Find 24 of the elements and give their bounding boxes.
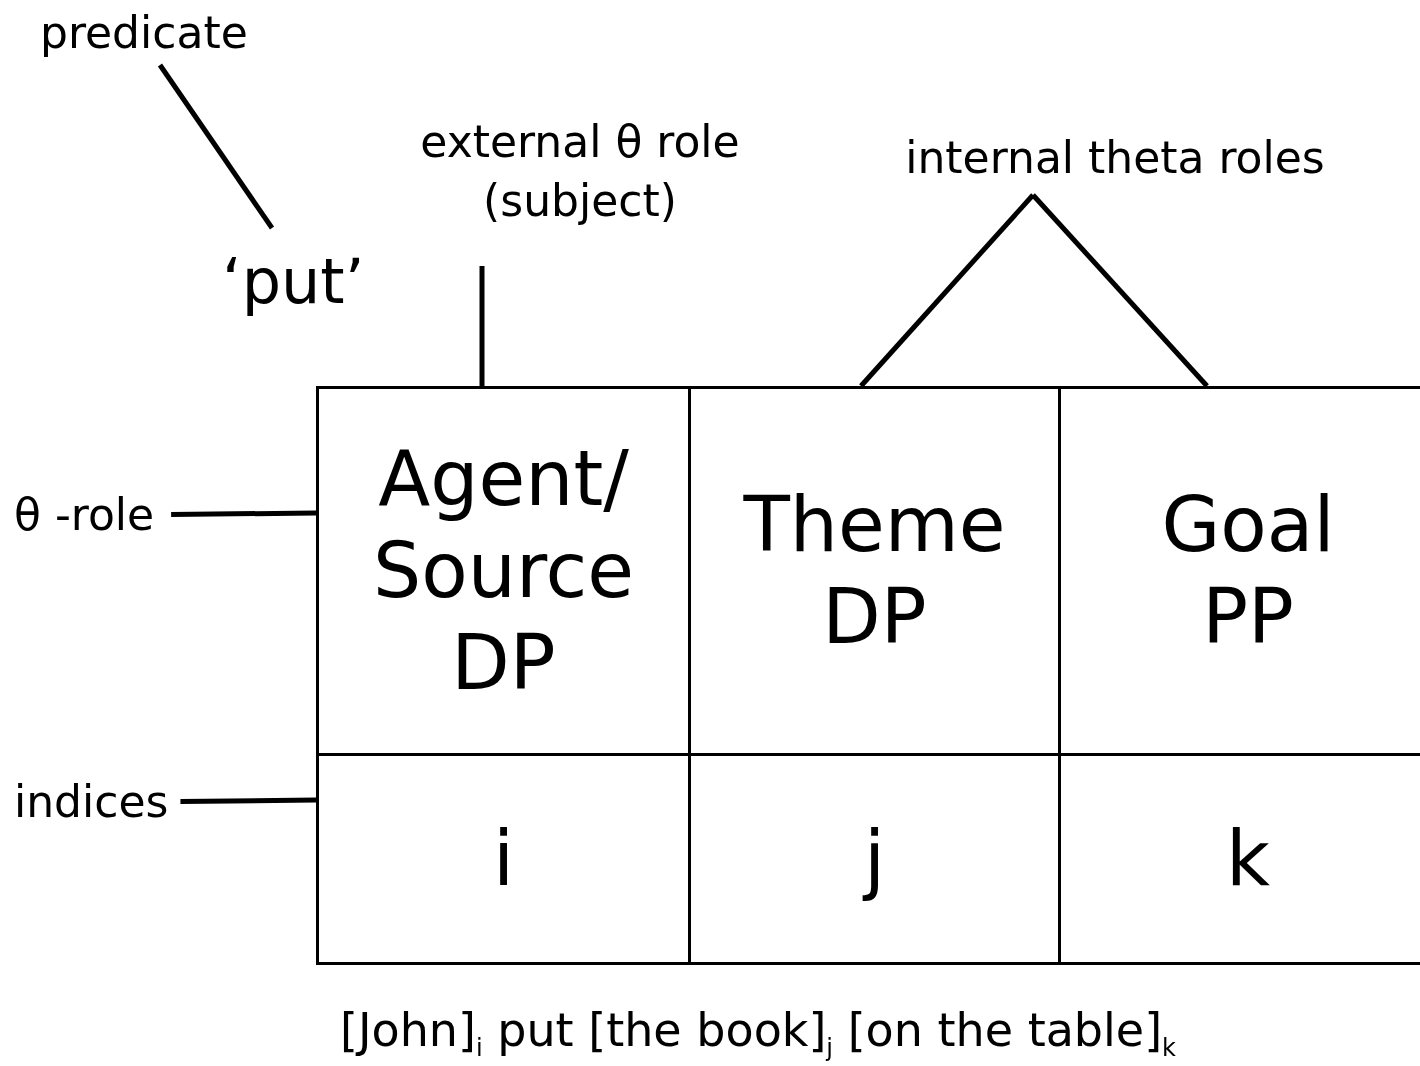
role-cell [316,386,691,756]
example-sentence: [John]$_{i}$ put [the book]$_{j}$ [on the table]$_{k}$ [340,1002,1176,1065]
leader-line [479,266,485,386]
index-cell [316,753,691,965]
index-letter: j [863,813,886,905]
role-text: Agent/ Source [372,433,635,617]
role-text: Goal [1161,479,1335,571]
internal-roles-label: internal theta roles [850,128,1380,187]
verb-label: ‘put’ [222,240,365,324]
external-role-label: external θ role (subject) [370,112,790,230]
role-text: DP [451,617,556,709]
leader-line [171,510,317,517]
row-label: indices [14,772,169,831]
leader-line [859,193,1035,388]
leader-line [180,797,317,804]
row-label: θ -role [14,485,155,544]
role-text: DP [822,571,927,663]
index-letter: i [492,813,515,905]
role-text: Theme [743,479,1006,571]
predicate-label: predicate [40,3,248,62]
leader-line [1031,193,1209,388]
leader-line [157,63,275,230]
role-text: PP [1202,571,1294,663]
index-letter: k [1226,813,1270,905]
